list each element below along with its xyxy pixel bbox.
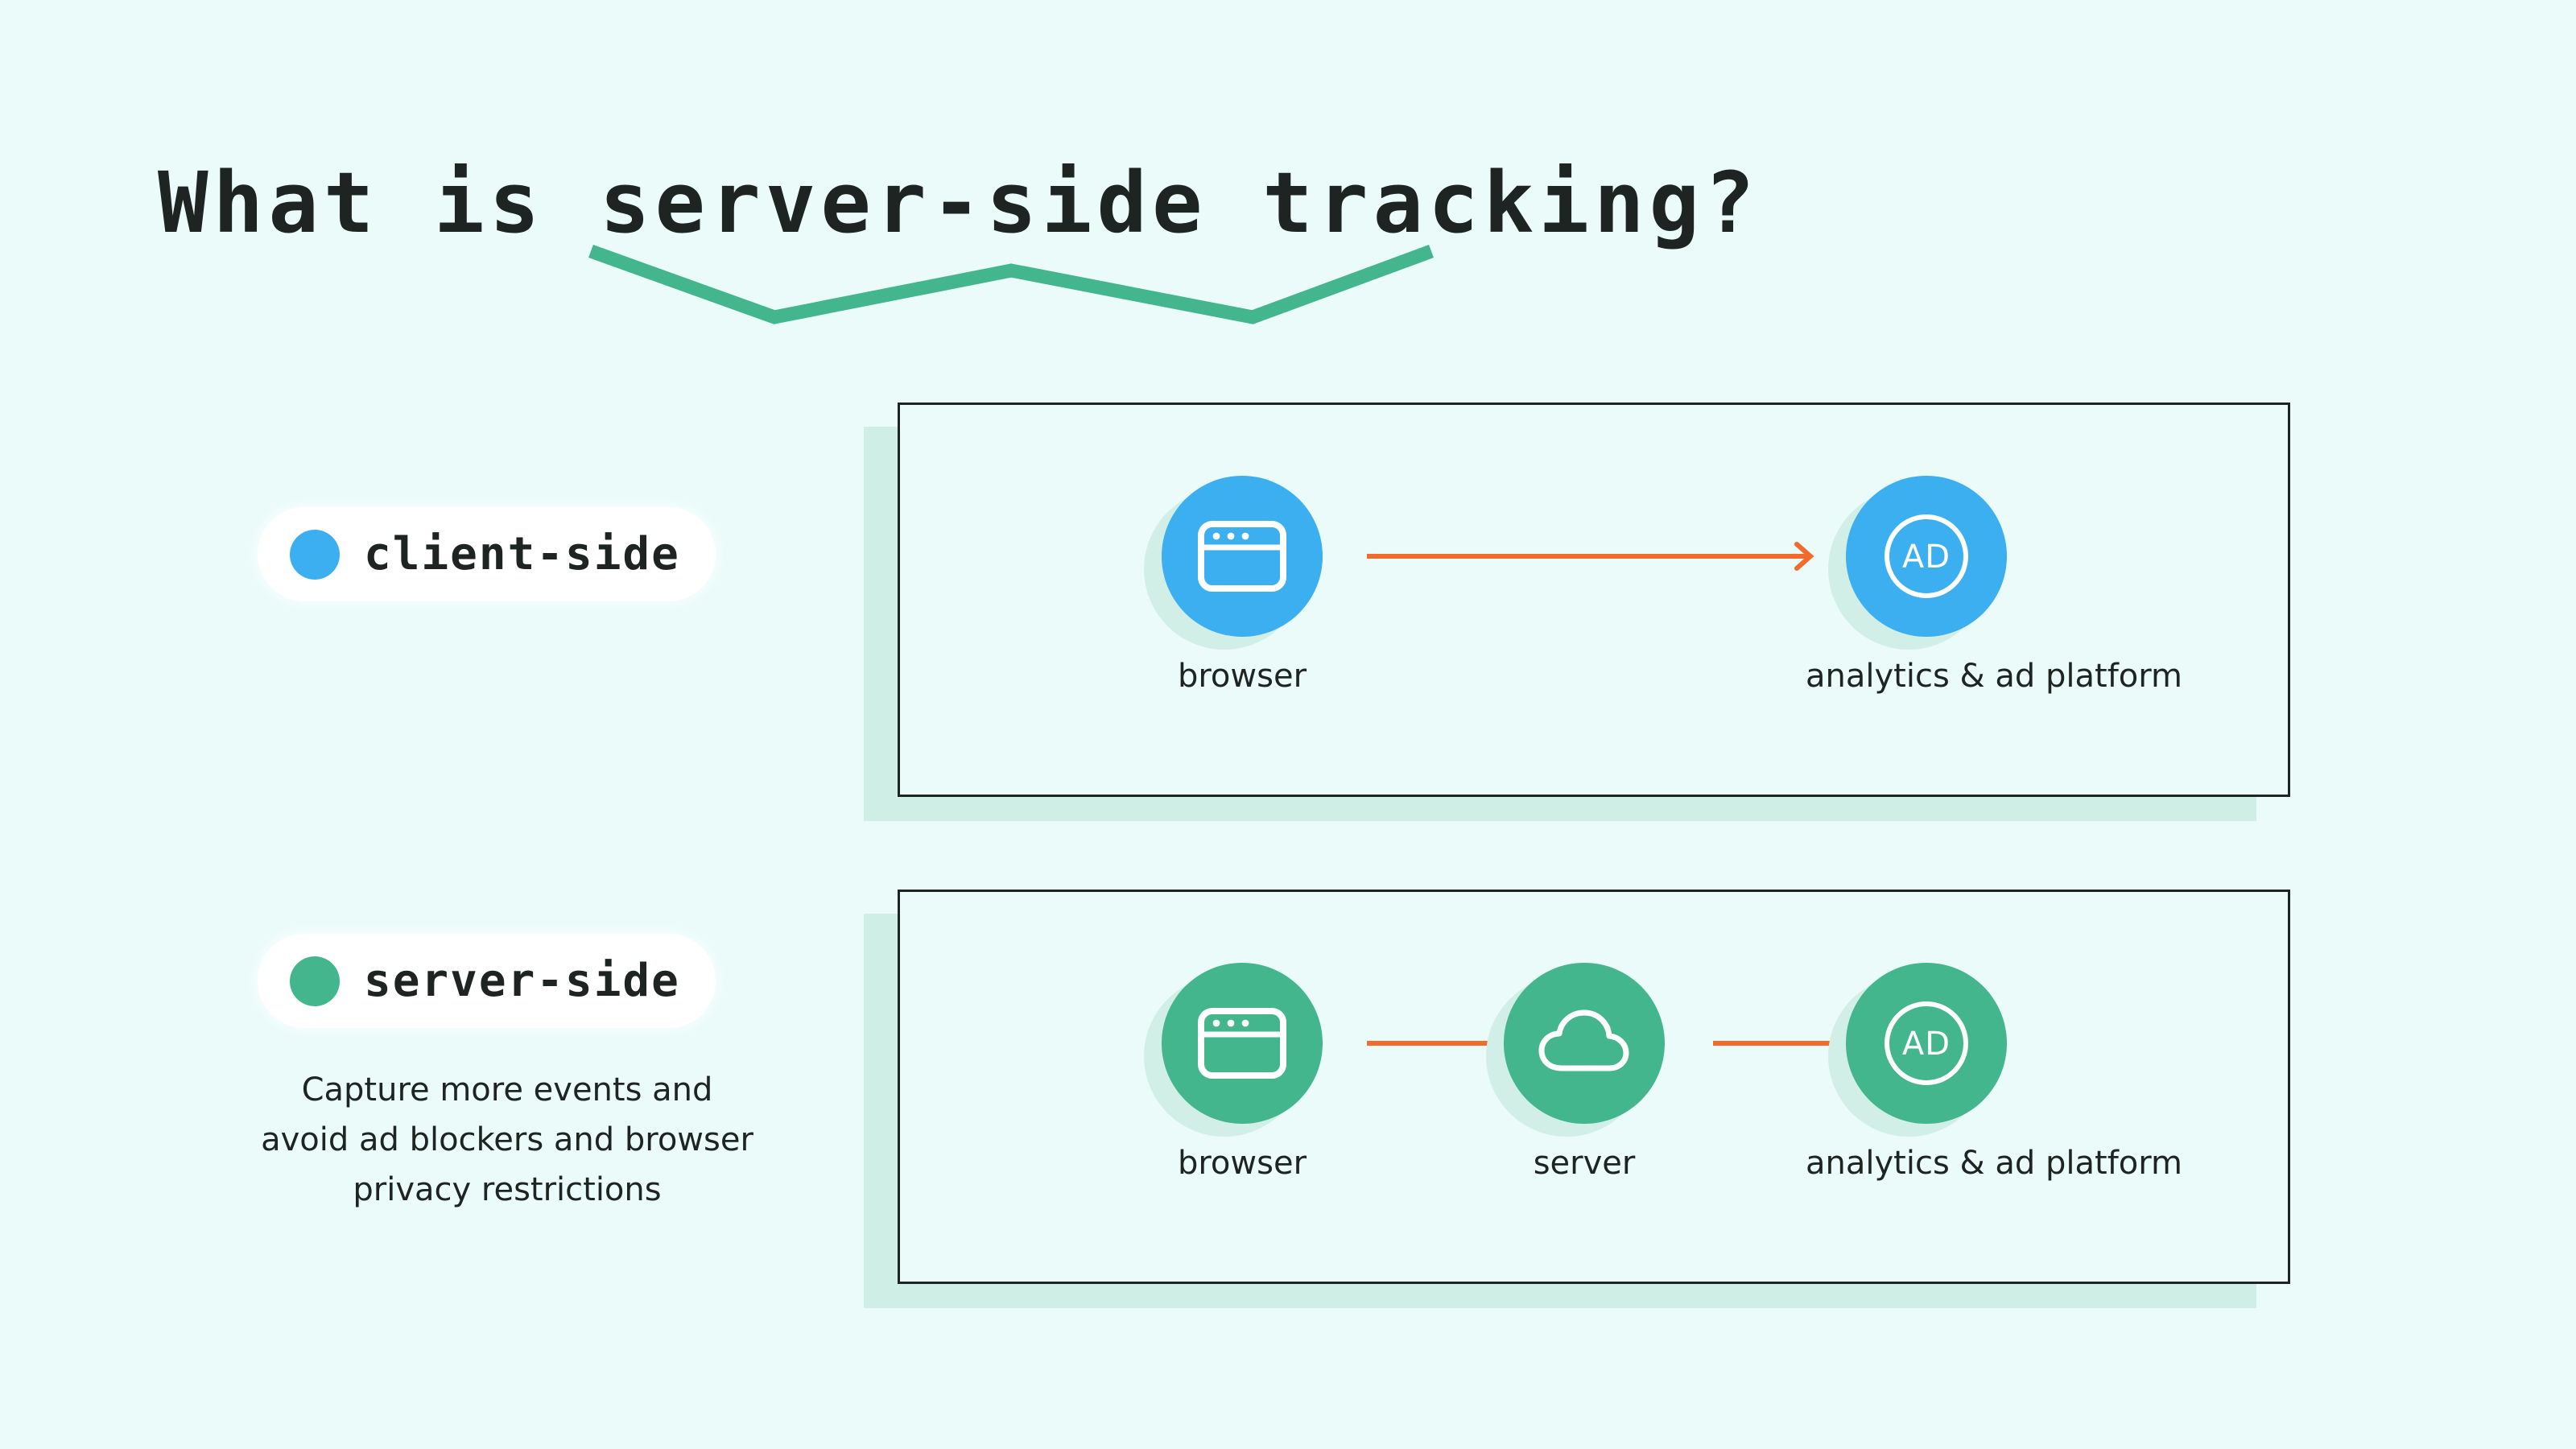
title-block: What is server-side tracking? [158,154,2009,324]
title-underline-squiggle-icon [588,245,1434,324]
server-side-pill[interactable]: server-side [258,934,716,1028]
card-frame: browser AD [898,402,2290,797]
legend-server-side: server-side Capture more events and avoi… [258,934,821,1215]
browser-window-icon [1162,963,1323,1124]
node-icon-wrap [1144,476,1323,650]
ad-icon-text: AD [1902,539,1951,576]
client-side-pill-label: client-side [364,528,680,580]
flow-node-server[interactable]: server [1463,963,1705,1182]
node-icon-wrap: AD [1828,963,2007,1137]
node-icon-wrap [1144,963,1323,1137]
ad-circle-icon: AD [1846,476,2007,637]
client-side-dot-icon [290,529,340,580]
server-side-pill-label: server-side [364,955,680,1007]
flow-node-label: browser [1177,1145,1307,1182]
flow-node-label: analytics & ad platform [1806,658,2182,695]
browser-window-icon [1162,476,1323,637]
page-title: What is server-side tracking? [158,154,1760,252]
flow-node-label: server [1533,1145,1636,1182]
client-flow-row: browser AD [900,405,2288,795]
flow-node-browser[interactable]: browser [1121,963,1363,1182]
flow-node-label: analytics & ad platform [1806,1145,2182,1182]
legend-client-side: client-side [258,507,821,601]
cloud-icon [1504,963,1665,1124]
node-icon-wrap [1486,963,1665,1137]
server-flow-row: browser server [900,892,2288,1282]
server-side-flow-card: browser server [864,890,2290,1308]
card-frame: browser server [898,890,2290,1284]
client-side-flow-card: browser AD [864,402,2290,821]
flow-arrow-browser-to-platform [1367,542,1818,571]
client-side-pill[interactable]: client-side [258,507,716,601]
flow-node-label: browser [1177,658,1307,695]
ad-circle-icon: AD [1846,963,2007,1124]
server-side-caption: Capture more events and avoid ad blocker… [261,1071,753,1208]
flow-node-ad-platform[interactable]: AD analytics & ad platform [1806,963,2182,1182]
node-icon-wrap: AD [1828,476,2007,650]
flow-node-ad-platform[interactable]: AD analytics & ad platform [1806,476,2182,695]
flow-node-browser[interactable]: browser [1121,476,1363,695]
server-side-dot-icon [290,956,340,1006]
ad-icon-text: AD [1902,1026,1951,1063]
